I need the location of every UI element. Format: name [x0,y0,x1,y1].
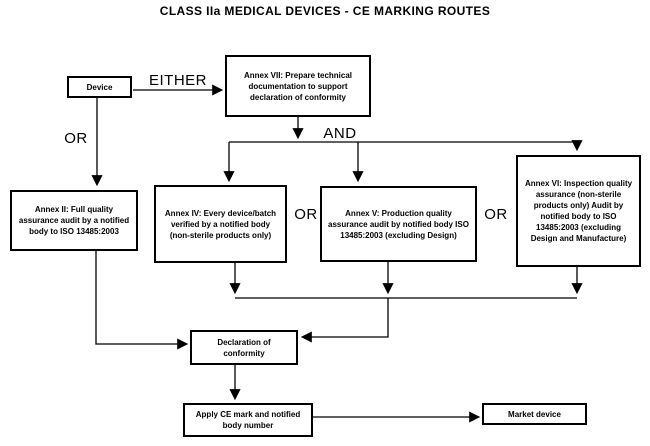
label-or-right: OR [484,206,508,223]
node-annex-vi-label: Annex VI: Inspection quality assurance (… [524,179,633,243]
label-and: AND [323,125,357,142]
node-device: Device [67,76,132,98]
node-declaration: Declaration of conformity [190,330,298,365]
node-annex-iv-label: Annex IV: Every device/batch verified by… [164,208,277,240]
label-or-mid: OR [294,206,318,223]
node-annex-ii-label: Annex II: Full quality assurance audit b… [18,205,130,236]
diagram-title: CLASS IIa MEDICAL DEVICES - CE MARKING R… [159,4,491,18]
node-declaration-label: Declaration of conformity [217,337,271,358]
node-annex-vii-label: Annex VII: Prepare technical documentati… [243,70,353,102]
node-annex-iv: Annex IV: Every device/batch verified by… [154,185,287,263]
node-apply-ce: Apply CE mark and notified body number [183,403,313,437]
node-market-label: Market device [508,409,561,419]
node-apply-ce-label: Apply CE mark and notified body number [195,410,301,430]
node-device-label: Device [86,82,113,92]
node-market: Market device [482,403,587,425]
connector-annex-ii-to-declaration [95,251,189,350]
node-annex-vii: Annex VII: Prepare technical documentati… [225,55,371,117]
connector-collector-to-declaration [300,298,389,343]
node-annex-ii: Annex II: Full quality assurance audit b… [10,190,138,251]
node-annex-v: Annex V: Production quality assurance au… [320,186,477,262]
label-either: EITHER [148,72,207,89]
node-annex-vi: Annex VI: Inspection quality assurance (… [516,155,641,267]
label-or-left: OR [64,130,88,147]
node-annex-v-label: Annex V: Production quality assurance au… [328,208,469,240]
